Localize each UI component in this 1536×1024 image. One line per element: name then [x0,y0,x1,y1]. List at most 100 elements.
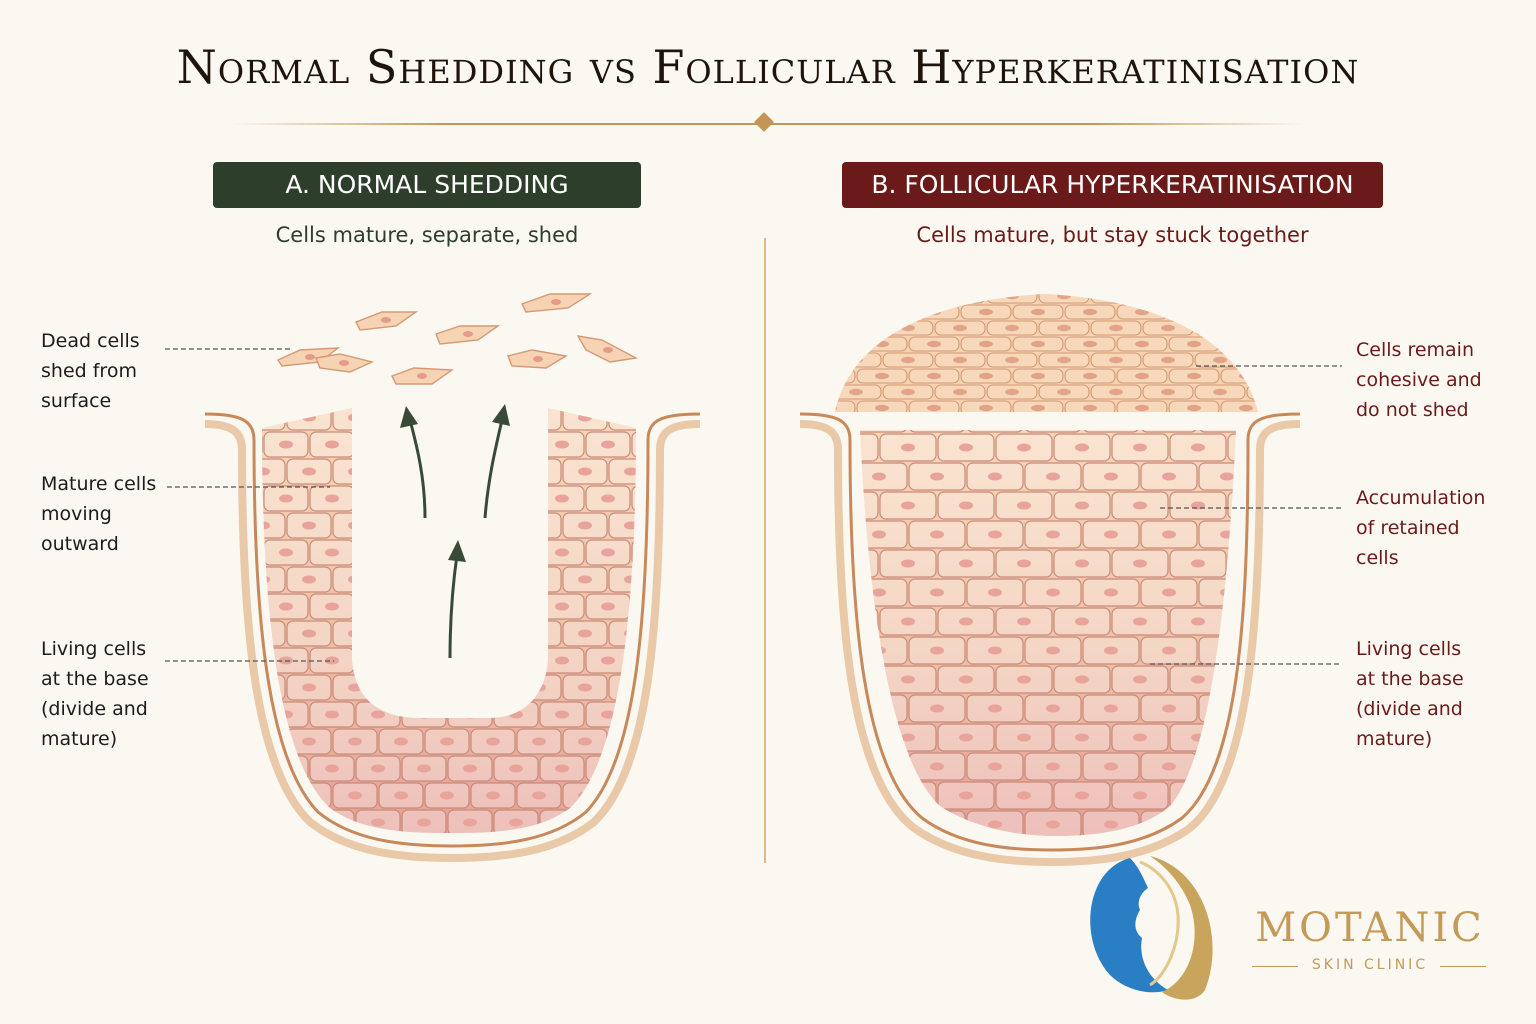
cell-nucleus [532,629,546,638]
cell [1246,352,1258,368]
cell-nucleus [1046,762,1060,771]
cell-nucleus [1249,850,1263,858]
cell [378,566,424,593]
cell-nucleus [486,575,500,584]
cell [1198,578,1236,607]
cell-nucleus [555,548,569,557]
cell-nucleus [872,472,886,481]
cell-nucleus [1191,733,1205,742]
cell-nucleus [302,413,316,422]
cell [608,408,636,431]
follicle-wall-a [204,412,701,863]
cell-nucleus [930,415,944,423]
cell-nucleus [1017,791,1031,800]
cell-nucleus [1187,372,1201,380]
cell [860,549,879,578]
cell [1039,417,1089,431]
cell-nucleus [417,710,431,719]
cell [516,408,562,431]
follicle-wall-b [799,412,1301,867]
cell-nucleus [1265,357,1279,363]
cell-nucleus [1075,501,1089,510]
cell-nucleus [1057,356,1071,364]
cell [470,408,516,431]
cell [835,352,882,368]
cell [1090,294,1142,304]
cell-nucleus [509,656,523,665]
cell-nucleus [1017,443,1031,452]
cell-nucleus [1135,308,1149,316]
cell-nucleus [279,710,293,719]
cell-nucleus [302,521,316,530]
cell-nucleus [1265,325,1279,331]
cell-nucleus [1135,372,1149,380]
cell-nucleus [1083,340,1097,348]
cell-nucleus [463,494,477,503]
cell [516,620,562,647]
cell-nucleus [1133,501,1147,510]
cell [655,783,699,808]
cell-nucleus [371,440,385,449]
cell [882,294,934,304]
cell-nucleus [988,530,1002,539]
cell [822,840,878,867]
cell-nucleus [440,521,454,530]
cell-nucleus [555,440,569,449]
cell-nucleus [371,548,385,557]
cell-nucleus [302,846,316,854]
cell-nucleus [647,711,661,719]
cell-nucleus [927,372,941,380]
cell-nucleus [1187,308,1201,316]
cell-nucleus [1109,324,1123,332]
cell-nucleus [1046,704,1060,713]
cell-nucleus [440,413,454,422]
cell-nucleus [348,629,362,638]
cell-nucleus [1191,559,1205,568]
cell-nucleus [930,472,944,481]
cell [332,620,378,647]
cell-nucleus [875,372,889,380]
cell-nucleus [843,560,857,568]
cell-nucleus [1239,340,1253,348]
cell-nucleus [872,588,886,597]
cell-nucleus [1017,617,1031,626]
cell-nucleus [875,404,889,412]
cell-nucleus [601,440,615,449]
cell [516,458,562,485]
cell-nucleus [1249,734,1263,742]
cell [655,675,699,700]
label-living-cells-b: Living cells at the base (divide and mat… [1356,638,1464,750]
cell-nucleus [532,575,546,584]
cell-nucleus [1005,421,1019,427]
cell-nucleus [959,791,973,800]
cell [1091,417,1141,431]
cell [1168,304,1220,320]
cell-nucleus [843,850,857,858]
cell-nucleus [417,764,431,773]
cell-nucleus [394,791,408,800]
cell-nucleus [849,356,863,364]
cell [262,408,286,431]
cell-nucleus [1057,294,1071,300]
cell-nucleus [959,617,973,626]
cell-nucleus [1213,388,1227,396]
cell-nucleus [440,575,454,584]
cell-nucleus [670,630,684,638]
cell-nucleus [348,791,362,800]
cell [631,809,636,833]
cell-nucleus [325,494,339,503]
cell-nucleus [901,421,915,427]
cell [1220,368,1258,384]
cell-nucleus [1046,530,1060,539]
cell [1227,491,1236,520]
cell-nucleus [601,656,615,665]
cell-nucleus [486,683,500,692]
cell [401,701,447,728]
cell-nucleus [371,494,385,503]
shed-cells-a [276,293,639,385]
cell-nucleus [872,704,886,713]
clinic-logo-tagline: SKIN CLINIC [1311,957,1429,973]
cell-nucleus [988,588,1002,597]
cell-nucleus [872,530,886,539]
cell-nucleus [486,737,500,746]
